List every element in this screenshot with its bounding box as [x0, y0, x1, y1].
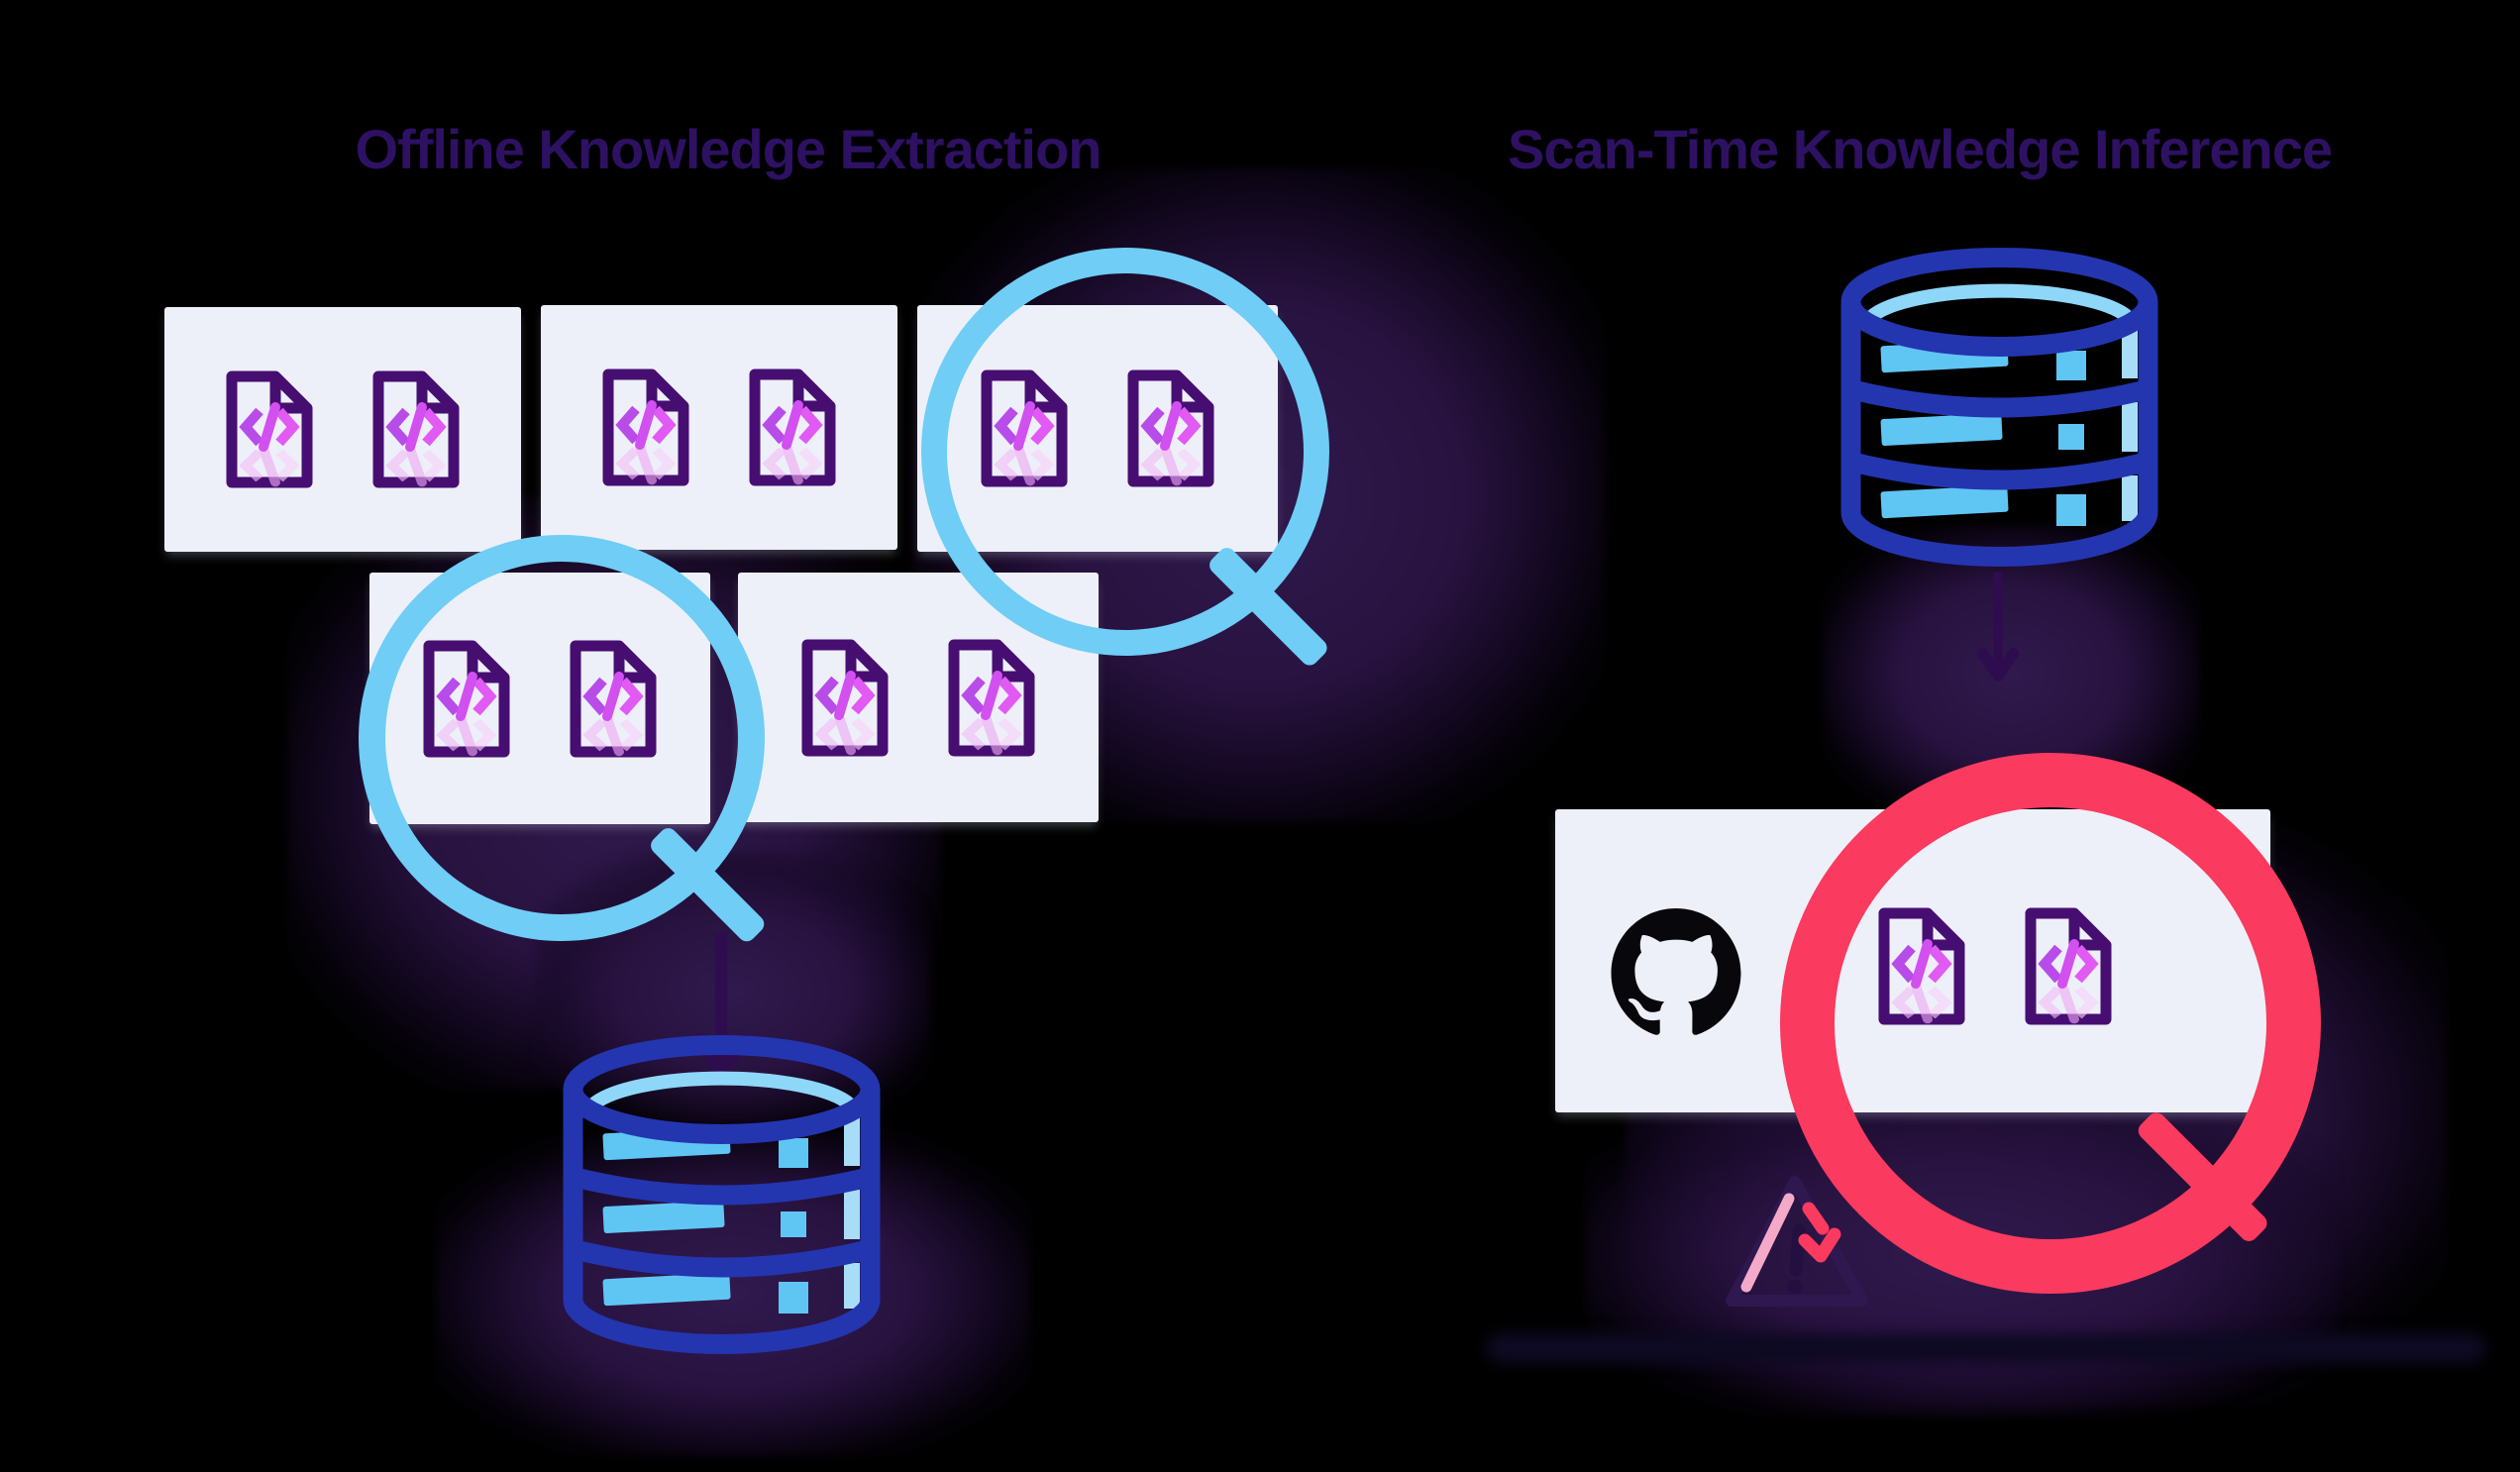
- red-arrow-icon: [1798, 1202, 1841, 1263]
- file-group-box: [541, 305, 897, 550]
- file-group-box: [164, 307, 521, 552]
- code-file-icon: [942, 636, 1041, 760]
- left-section-title: Offline Knowledge Extraction: [355, 118, 1102, 180]
- github-octocat-icon: [1611, 908, 1741, 1035]
- database-icon: [1839, 248, 2159, 567]
- code-file-icon: [795, 636, 894, 760]
- code-file-icon: [596, 366, 695, 489]
- code-file-icon: [743, 366, 842, 489]
- database-icon: [562, 1035, 882, 1354]
- code-file-icon: [367, 368, 466, 491]
- shadow-band: [1486, 1333, 2486, 1363]
- code-file-icon: [220, 368, 319, 491]
- right-section-title: Scan-Time Knowledge Inference: [1508, 118, 2333, 180]
- arrow-down-icon: [1966, 573, 2030, 696]
